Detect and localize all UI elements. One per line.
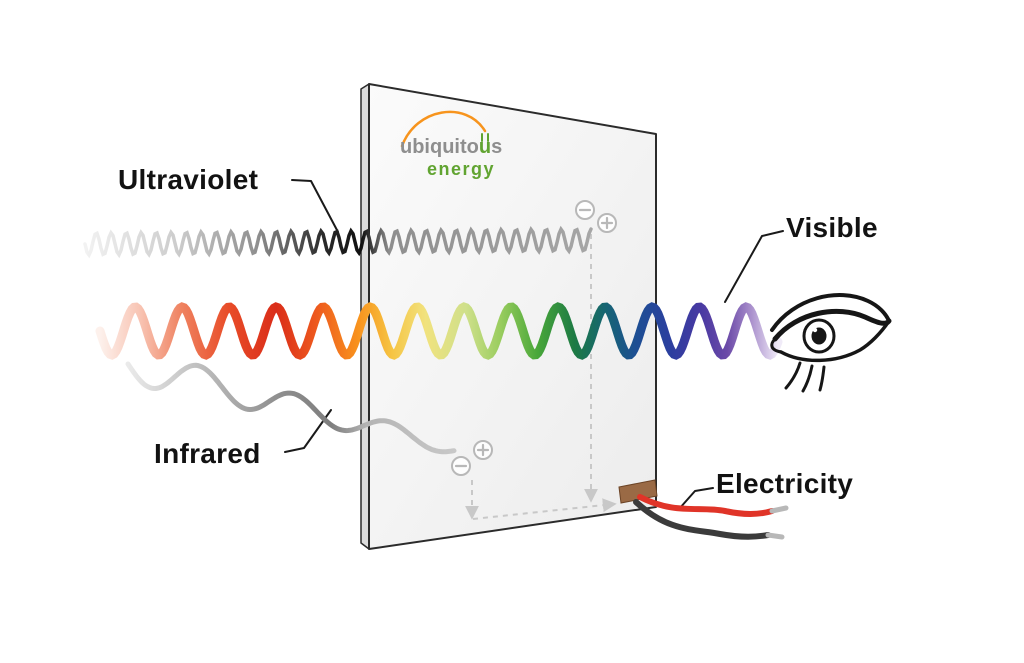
logo-word-plug-u: u <box>479 136 491 158</box>
wave-visible <box>95 302 783 360</box>
eye-crease-line <box>770 293 891 332</box>
black-wire-tip <box>765 532 785 540</box>
ultraviolet-leader-line <box>291 179 339 233</box>
logo-wordmark: ubiquitous <box>400 136 502 158</box>
wave-infrared <box>125 361 457 455</box>
eye-inner-corner <box>770 337 783 354</box>
label-ultraviolet: Ultraviolet <box>118 164 259 195</box>
logo-word-part3: s <box>491 136 502 158</box>
ir-plus-charge-icon <box>473 440 493 460</box>
logo: ubiquitous energy <box>400 110 502 179</box>
red-wire-tip <box>769 505 789 514</box>
eye-lash-2 <box>801 364 814 393</box>
plug-prongs-icon <box>481 133 489 142</box>
ir-minus-charge-icon <box>451 456 471 476</box>
uv-plus-charge-icon <box>597 213 617 233</box>
eye-lash-3 <box>818 365 826 392</box>
logo-energy: energy <box>427 159 495 179</box>
label-infrared: Infrared <box>154 438 261 469</box>
eye-highlight <box>812 327 818 333</box>
electricity-leader-line <box>678 487 714 510</box>
label-electricity: Electricity <box>716 468 854 499</box>
logo-word-part1: ubiquito <box>400 136 479 158</box>
label-visible: Visible <box>786 212 878 243</box>
red-wire <box>637 494 775 517</box>
uv-minus-charge-icon <box>575 200 595 220</box>
eye-lower-lid <box>779 319 891 363</box>
eye-illustration <box>770 293 892 393</box>
visible-leader-line <box>724 230 784 303</box>
infrared-leader-line <box>284 409 332 453</box>
eye-upper-lid <box>772 308 892 342</box>
black-wire <box>633 499 771 540</box>
wave-ultraviolet <box>83 225 593 259</box>
bottom-collection-line <box>472 498 617 520</box>
logo-cord-arc <box>400 110 487 148</box>
eye-lash-1 <box>784 361 802 390</box>
